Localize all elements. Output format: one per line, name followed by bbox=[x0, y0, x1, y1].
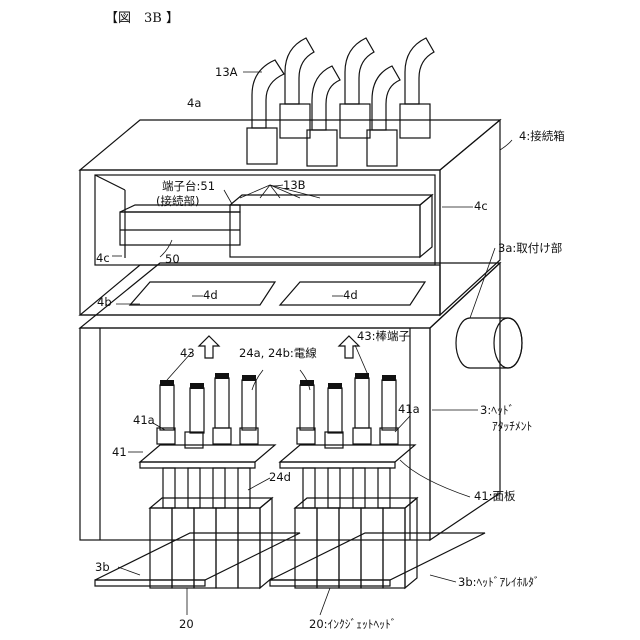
head-assembly-right bbox=[280, 373, 417, 588]
label-51: 端子台:51 bbox=[162, 179, 215, 193]
label-3a: 3a:取付け部 bbox=[498, 241, 562, 255]
label-24: 24a, 24b:電線 bbox=[239, 346, 317, 360]
label-20-left: 20 bbox=[179, 617, 194, 631]
inkjet-heads-right bbox=[295, 498, 417, 588]
label-41a-right: 41a bbox=[398, 402, 420, 416]
head-array-holder-right bbox=[270, 533, 485, 586]
label-4c-right: 4c bbox=[474, 199, 488, 213]
label-3b-left: 3b bbox=[95, 560, 110, 574]
label-4d-right: 4d bbox=[343, 288, 358, 302]
label-24d: 24d bbox=[269, 470, 291, 484]
label-3-sub: ｱﾀｯﾁﾒﾝﾄ bbox=[492, 419, 532, 433]
up-arrow-left bbox=[199, 336, 219, 358]
head-array-holder-left bbox=[95, 533, 300, 586]
label-41a-left: 41a bbox=[133, 413, 155, 427]
label-4a: 4a bbox=[187, 96, 201, 110]
label-51-sub: (接続部) bbox=[156, 194, 199, 208]
rod-terminals-right bbox=[300, 373, 396, 433]
label-3b-right: 3b:ﾍｯﾄﾞｱﾚｲﾎﾙﾀﾞ bbox=[458, 575, 540, 589]
label-3: 3:ﾍｯﾄﾞ bbox=[480, 403, 514, 417]
tube-group bbox=[247, 38, 434, 166]
label-41-faceplate: 41:面板 bbox=[474, 489, 516, 503]
label-4b: 4b bbox=[97, 295, 112, 309]
label-4: 4:接続箱 bbox=[519, 129, 565, 143]
connection-box bbox=[80, 120, 500, 315]
label-13A: 13A bbox=[215, 65, 238, 79]
label-43-left: 43 bbox=[180, 346, 195, 360]
label-41: 41 bbox=[112, 445, 127, 459]
rod-terminals-left bbox=[160, 373, 256, 433]
label-50: 50 bbox=[165, 252, 180, 266]
mounting-part bbox=[456, 318, 522, 368]
terminal-block bbox=[230, 195, 432, 257]
inkjet-heads-left bbox=[150, 498, 272, 588]
label-4d-left: 4d bbox=[203, 288, 218, 302]
label-13B: 13B bbox=[283, 178, 306, 192]
label-4c-left: 4c bbox=[96, 251, 110, 265]
label-20-right: 20:ｲﾝｸｼﾞｪｯﾄﾍｯﾄﾞ bbox=[309, 617, 397, 631]
rail bbox=[120, 205, 240, 245]
wire-fan bbox=[240, 185, 320, 198]
figure-title: 【図 3B 】 bbox=[105, 11, 179, 26]
label-43-right: 43:棒端子 bbox=[357, 329, 410, 343]
